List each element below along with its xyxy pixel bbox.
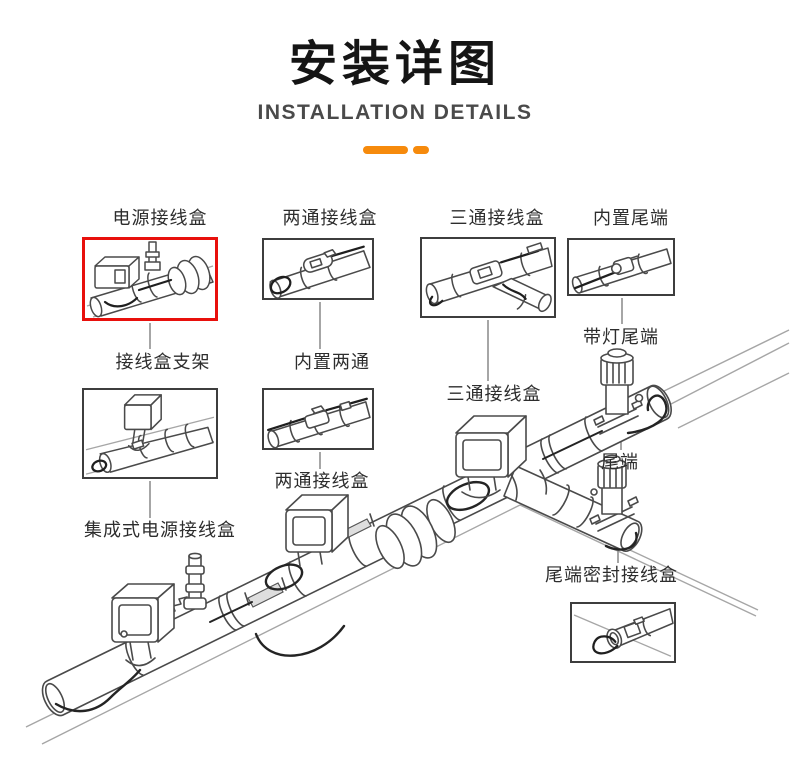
- built-in-tail-end-thumbnail: [567, 238, 675, 296]
- built-in-two-way-thumbnail: [262, 388, 374, 450]
- accent-bar-short: [413, 146, 429, 154]
- label-power-junction-box: 电源接线盒: [112, 208, 208, 228]
- label-two-way-junction-box-main: 两通接线盒: [274, 471, 370, 491]
- label-tail-seal-junction-box: 尾端密封接线盒: [545, 565, 678, 585]
- three-way-junction-box-thumbnail: [420, 237, 556, 318]
- label-three-way-junction-box: 三通接线盒: [449, 208, 545, 228]
- label-two-way-junction-box: 两通接线盒: [282, 208, 378, 228]
- label-light-tail-end: 带灯尾端: [583, 327, 659, 347]
- accent-bar-long: [363, 146, 408, 154]
- label-built-in-two-way: 内置两通: [294, 352, 370, 372]
- power-junction-box-thumbnail: [82, 237, 218, 321]
- junction-box-bracket-thumbnail: [82, 388, 218, 479]
- page-subtitle: INSTALLATION DETAILS: [257, 101, 533, 124]
- two-way-junction-box-thumbnail: [262, 238, 374, 300]
- page-title: 安装详图: [288, 38, 501, 91]
- label-junction-box-bracket: 接线盒支架: [115, 352, 211, 372]
- label-built-in-tail-end: 内置尾端: [593, 208, 669, 228]
- label-tail-end: 尾端: [601, 452, 639, 472]
- label-integrated-power-junction-box: 集成式电源接线盒: [84, 520, 236, 540]
- tail-seal-junction-box-thumbnail: [570, 602, 676, 663]
- label-three-way-junction-box-main: 三通接线盒: [446, 384, 542, 404]
